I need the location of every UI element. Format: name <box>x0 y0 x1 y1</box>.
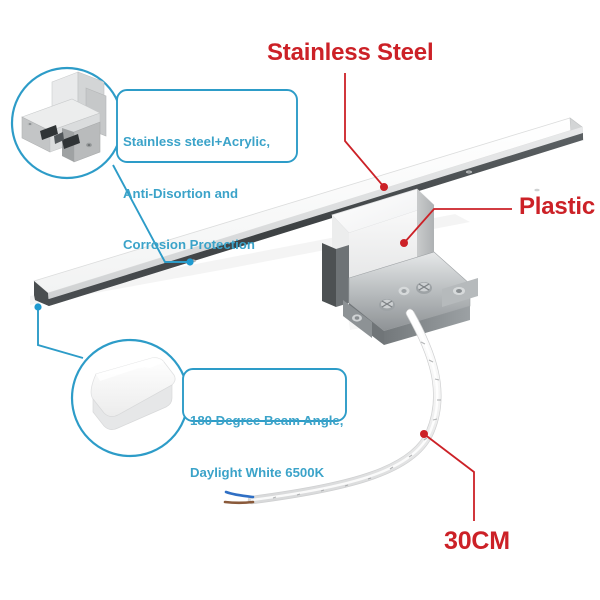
housing-shoulder-side <box>336 245 349 307</box>
callout-bracket-textbox <box>116 89 298 163</box>
cable-print-markings <box>272 341 441 499</box>
callout-30cm-anchor-dot <box>420 430 428 438</box>
callout-stainless-leader <box>344 73 385 188</box>
callout-bracket-leader <box>112 164 190 263</box>
wire-blue <box>224 490 255 499</box>
callout-plastic <box>400 208 512 247</box>
callout-plastic-leader <box>403 208 512 244</box>
beam-zoom-art <box>90 357 176 430</box>
mounting-bracket-assembly <box>343 251 478 345</box>
callout-plastic-anchor-dot <box>400 239 408 247</box>
callout-bracket-anchor-dot <box>186 258 194 266</box>
bracket-zoom-art <box>21 71 107 163</box>
bracket-screw-right-head <box>456 289 462 293</box>
callout-stainless-anchor-dot <box>380 183 388 191</box>
callout-30cm-leader <box>423 433 475 521</box>
terminal-screws <box>379 282 432 311</box>
callout-beam-detail <box>34 303 347 458</box>
housing-dark-shoulder <box>322 243 336 307</box>
callout-stainless-steel <box>344 73 388 191</box>
callout-bracket-detail <box>10 66 298 266</box>
callout-cable-length <box>420 430 475 521</box>
power-cable <box>223 308 442 505</box>
base-plate-front <box>384 306 470 345</box>
callout-beam-leader <box>37 307 84 359</box>
bracket-screw-left-head <box>354 316 360 320</box>
callout-beam-textbox <box>182 368 347 422</box>
bar-diffuser-face <box>35 133 583 306</box>
cable-highlight <box>250 311 439 502</box>
callout-beam-anchor-dot <box>34 303 42 311</box>
wire-brown <box>223 500 255 505</box>
